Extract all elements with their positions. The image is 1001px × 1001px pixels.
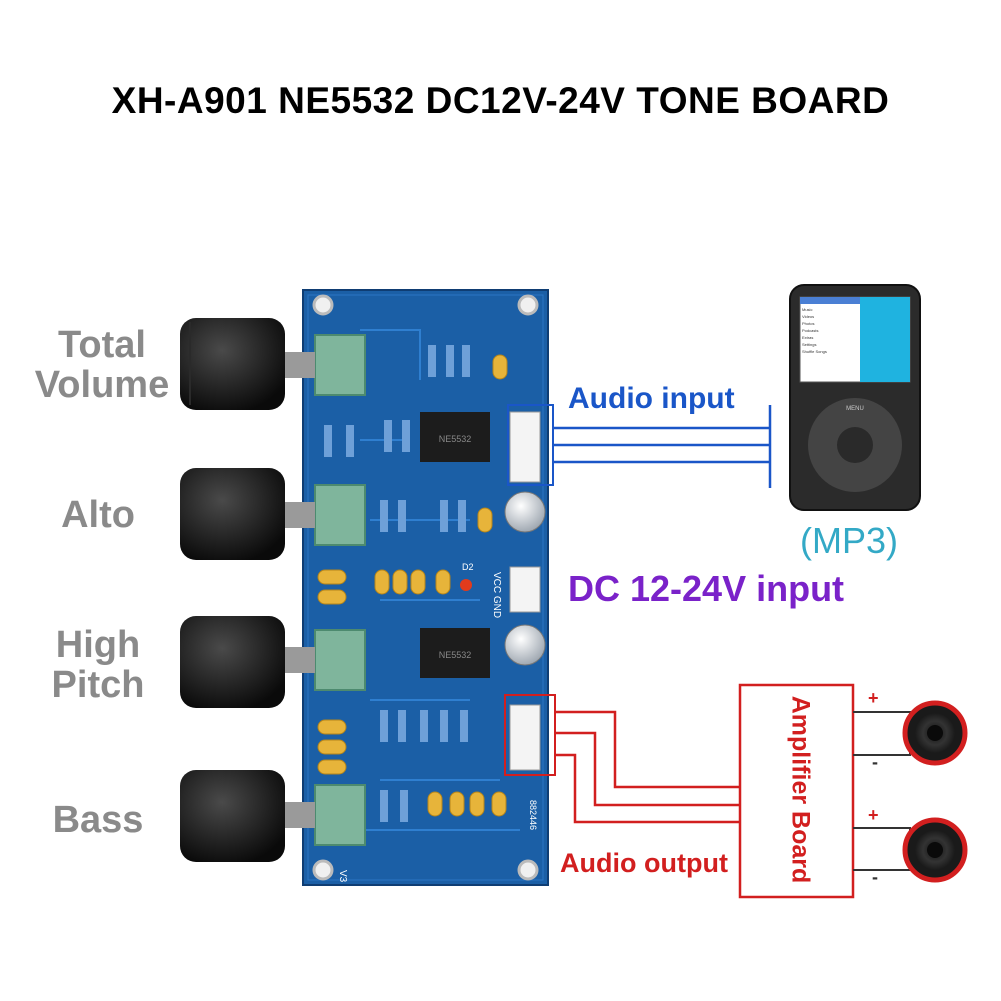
ceramic-capacitor-group (317, 354, 508, 817)
knob-label-line1: Total (58, 324, 146, 366)
amplifier-board-box (738, 683, 855, 899)
speaker-bottom-plus: + (868, 805, 879, 825)
mp3-menu-item: Music (802, 307, 812, 312)
speaker-bottom (902, 817, 968, 883)
knob-label-high-pitch: High Pitch (18, 625, 178, 705)
ic-chip-lower: NE5532 (420, 628, 490, 678)
knob-label-line2: Pitch (51, 664, 145, 706)
knob-label-line1: Alto (61, 494, 135, 536)
mp3-menu-item: Shuffle Songs (802, 349, 827, 354)
knob-label-total-volume: Total Volume (22, 325, 182, 405)
mounting-hole (312, 859, 334, 881)
board-version-text: V3 (337, 870, 348, 883)
mounting-hole (517, 859, 539, 881)
audio-input-connector (507, 404, 554, 486)
mp3-menu-item: Videos (802, 314, 814, 319)
mp3-label: (MP3) (800, 520, 898, 561)
mp3-menu-item: Podcasts (802, 328, 818, 333)
dc-input-label: DC 12-24V input (568, 568, 845, 609)
page-title: XH-A901 NE5532 DC12V-24V TONE BOARD (111, 80, 890, 121)
knob-label-bass: Bass (18, 800, 178, 840)
speaker-top (902, 700, 968, 766)
chip-text: NE5532 (439, 650, 472, 660)
led-indicator (460, 579, 472, 591)
resistor-group (324, 345, 470, 822)
audio-input-label: Audio input (568, 382, 735, 415)
audio-output-connector (504, 694, 556, 776)
speaker-wires (853, 711, 911, 871)
potentiometer-total-volume (180, 318, 366, 410)
mounting-hole (312, 294, 334, 316)
mp3-wheel-menu-text: MENU (846, 406, 864, 412)
speaker-top-plus: + (868, 688, 879, 708)
dc-input-connector (509, 566, 541, 613)
audio-input-wires (553, 405, 772, 488)
knob-label-line1: High (55, 624, 141, 666)
speaker-bottom-minus: - (872, 867, 878, 887)
mp3-menu-item: Extras (802, 335, 813, 340)
capacitor (504, 624, 546, 666)
potentiometer-alto (180, 468, 366, 560)
mp3-menu-item: Settings (802, 342, 816, 347)
chip-text: NE5532 (439, 434, 472, 444)
amplifier-board-label: Amplifier Board (786, 695, 815, 884)
mounting-hole (517, 294, 539, 316)
potentiometer-high-pitch (180, 616, 366, 708)
board-code-text: 882446 (528, 800, 538, 830)
mp3-player: MENU Music Videos Photos Podcasts Extras… (789, 284, 921, 511)
knob-label-alto: Alto (18, 495, 178, 535)
capacitor (504, 491, 546, 533)
potentiometer-bass (180, 770, 366, 862)
speaker-top-minus: - (872, 752, 878, 772)
knob-label-line1: Bass (52, 799, 144, 841)
mp3-menu-item: Photos (802, 321, 814, 326)
ic-chip-upper: NE5532 (420, 412, 490, 462)
knob-label-line2: Volume (34, 364, 170, 406)
led-text: D2 (462, 562, 474, 572)
audio-output-wires (555, 710, 740, 824)
vcc-text: VCC GND (491, 572, 502, 618)
audio-output-label: Audio output (560, 848, 728, 878)
